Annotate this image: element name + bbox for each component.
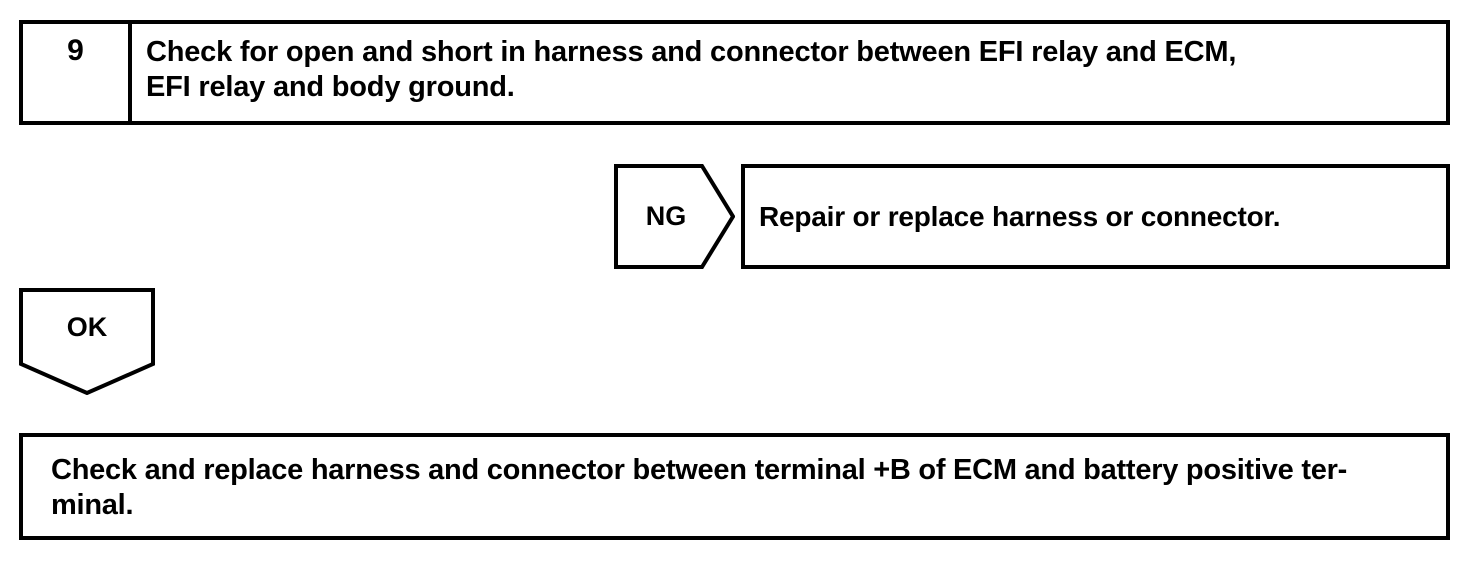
step-number: 9: [67, 34, 84, 67]
step-text-cell: Check for open and short in harness and …: [132, 24, 1446, 121]
step-instruction-text: Check for open and short in harness and …: [146, 36, 1237, 104]
step-number-cell: 9: [23, 24, 132, 121]
step-instruction-box: 9 Check for open and short in harness an…: [19, 20, 1450, 125]
final-action-box: Check and replace harness and connector …: [19, 433, 1450, 540]
ng-result-text: Repair or replace harness or connector.: [759, 200, 1281, 232]
final-action-text: Check and replace harness and connector …: [51, 454, 1348, 522]
ok-branch-arrow-icon: [19, 288, 155, 395]
ng-branch-arrow-icon: [614, 164, 735, 269]
ng-result-box: Repair or replace harness or connector.: [741, 164, 1450, 269]
